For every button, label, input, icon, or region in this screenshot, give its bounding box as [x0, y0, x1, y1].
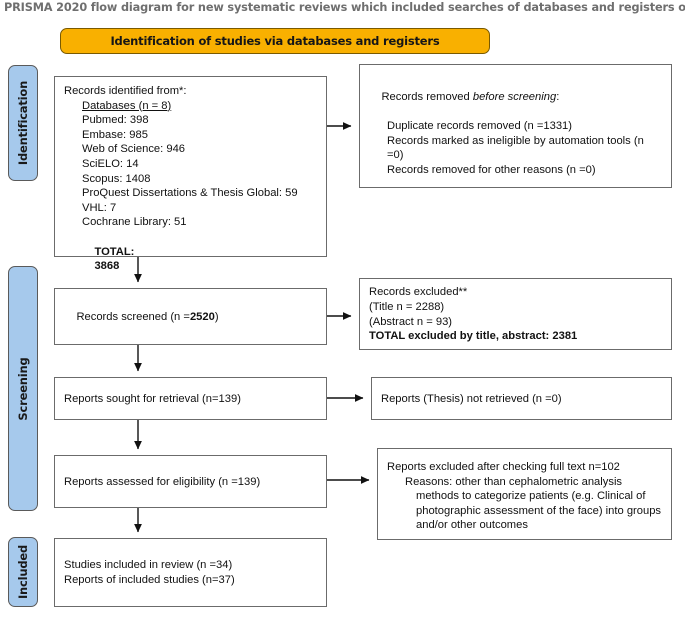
source-web-of-science: Web of Science: 946	[82, 143, 186, 156]
box-reports-not-retrieved: Reports (Thesis) not retrieved (n =0)	[371, 377, 672, 420]
source-scielo: SciELO: 14	[82, 157, 139, 170]
records-identified-title: Records identified from*:	[64, 85, 187, 97]
source-embase: Embase: 985	[82, 128, 148, 141]
source-cochrane: Cochrane Library: 51	[82, 216, 187, 229]
records-removed-title: Records removed before screening:	[369, 75, 663, 119]
records-screened-prefix: Records screened (n =	[76, 310, 190, 323]
records-removed-automation: Records marked as ineligible by automati…	[387, 134, 647, 162]
records-identified-total: TOTAL: 3868	[64, 230, 318, 288]
records-excluded-title-count: (Title n = 2288)	[369, 300, 445, 313]
records-identified-total-label: TOTAL:	[94, 245, 135, 258]
studies-included-line2: Reports of included studies (n=37)	[64, 574, 235, 586]
section-banner-label: Identification of studies via databases …	[110, 34, 440, 48]
box-records-removed: Records removed before screening: Duplic…	[359, 64, 672, 188]
records-identified-total-value: 3868	[94, 260, 120, 273]
box-records-screened: Records screened (n =2520)	[54, 288, 327, 345]
records-removed-title-emphasis: before screening	[472, 91, 557, 104]
studies-included-line1: Studies included in review (n =34)	[64, 559, 233, 572]
source-pubmed: Pubmed: 398	[82, 114, 149, 127]
records-screened-text: Records screened (n =2520)	[64, 295, 318, 339]
reports-sought-text: Reports sought for retrieval (n=139)	[64, 392, 241, 405]
records-identified-subtitle: Databases (n = 8)	[82, 99, 172, 112]
box-reports-excluded-fulltext: Reports excluded after checking full tex…	[377, 448, 672, 540]
records-excluded-total: TOTAL excluded by title, abstract: 2381	[369, 330, 578, 343]
box-reports-sought: Reports sought for retrieval (n=139)	[54, 377, 327, 420]
reports-excluded-fulltext-title: Reports excluded after checking full tex…	[387, 461, 620, 473]
source-vhl: VHL: 7	[82, 201, 117, 214]
records-removed-other: Records removed for other reasons (n =0)	[387, 163, 596, 176]
records-removed-title-part2: :	[556, 91, 560, 104]
records-removed-duplicates: Duplicate records removed (n =1331)	[387, 120, 572, 133]
records-removed-title-part1: Records removed	[381, 91, 473, 104]
stage-label-included: Included	[16, 544, 30, 600]
stage-bar-identification: Identification	[8, 65, 38, 181]
reports-assessed-text: Reports assessed for eligibility (n =139…	[64, 475, 261, 488]
reports-not-retrieved-text: Reports (Thesis) not retrieved (n =0)	[381, 392, 562, 405]
records-screened-count: 2520	[189, 310, 215, 323]
source-proquest: ProQuest Dissertations & Thesis Global: …	[82, 187, 298, 200]
source-scopus: Scopus: 1408	[82, 172, 151, 185]
records-excluded-title: Records excluded**	[369, 286, 468, 299]
records-excluded-abstract-count: (Abstract n = 93)	[369, 315, 453, 328]
stage-bar-screening: Screening	[8, 266, 38, 511]
stage-bar-included: Included	[8, 537, 38, 607]
stage-label-screening: Screening	[16, 356, 30, 421]
box-records-excluded: Records excluded** (Title n = 2288) (Abs…	[359, 278, 672, 350]
stage-label-identification: Identification	[16, 80, 30, 166]
box-reports-assessed: Reports assessed for eligibility (n =139…	[54, 455, 327, 508]
records-screened-suffix: )	[214, 310, 219, 323]
page-title: PRISMA 2020 flow diagram for new systema…	[4, 1, 685, 14]
reports-excluded-fulltext-reasons: Reasons: other than cephalometric analys…	[405, 475, 665, 532]
section-banner-identification: Identification of studies via databases …	[60, 28, 490, 54]
box-studies-included: Studies included in review (n =34) Repor…	[54, 538, 327, 607]
box-records-identified: Records identified from*: Databases (n =…	[54, 76, 327, 272]
